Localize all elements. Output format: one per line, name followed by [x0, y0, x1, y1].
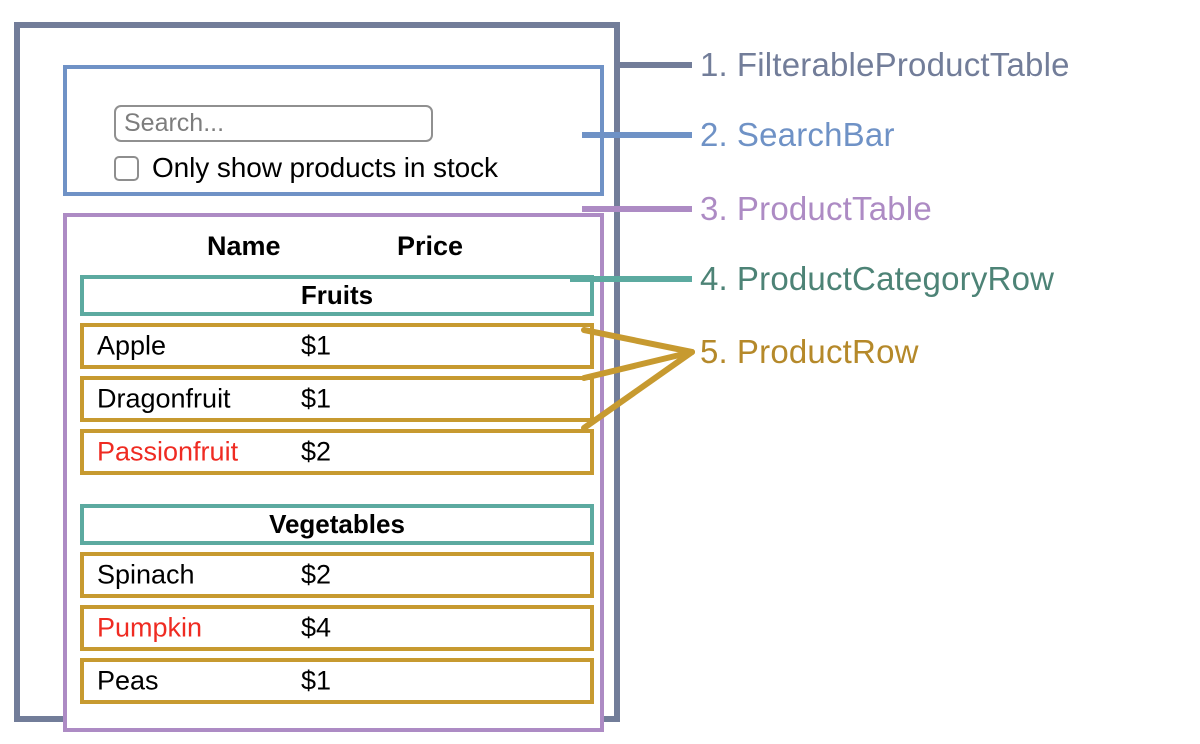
product-row[interactable]: Pumpkin $4 [80, 605, 594, 651]
product-row[interactable]: Passionfruit $2 [80, 429, 594, 475]
legend-label: ProductRow [736, 333, 919, 370]
legend-number: 1. [700, 46, 728, 83]
product-row[interactable]: Dragonfruit $1 [80, 376, 594, 422]
search-input[interactable] [114, 105, 433, 142]
legend-item-product-table: 3.ProductTable [700, 190, 932, 228]
legend-number: 4. [700, 260, 728, 297]
filterable-product-table-frame: Only show products in stock Name Price F… [14, 22, 620, 732]
legend-label: FilterableProductTable [736, 46, 1070, 83]
legend-item-filterable-product-table: 1.FilterableProductTable [700, 46, 1070, 84]
product-name: Spinach [97, 559, 195, 590]
product-name: Passionfruit [97, 436, 239, 467]
only-in-stock-label: Only show products in stock [152, 152, 498, 183]
legend-label: ProductCategoryRow [736, 260, 1055, 297]
product-price: $2 [301, 436, 332, 467]
product-price: $2 [301, 559, 332, 590]
stock-filter-row[interactable]: Only show products in stock [114, 152, 498, 184]
product-name: Apple [97, 330, 167, 361]
product-price: $1 [301, 665, 332, 696]
product-category-row: Fruits [80, 275, 594, 316]
product-table-frame: Name Price Fruits Apple $1 Dragonfruit $… [63, 213, 604, 732]
legend-number: 3. [700, 190, 728, 227]
product-table-body: Fruits Apple $1 Dragonfruit $1 Passionfr… [80, 275, 594, 711]
legend-item-product-category-row: 4.ProductCategoryRow [700, 260, 1054, 298]
product-table-header: Name Price [67, 225, 600, 267]
legend-item-search-bar: 2.SearchBar [700, 116, 895, 154]
column-header-name: Name [207, 230, 281, 261]
product-price: $1 [301, 330, 332, 361]
legend-item-product-row: 5.ProductRow [700, 333, 919, 371]
legend-label: ProductTable [736, 190, 932, 227]
product-price: $4 [301, 612, 332, 643]
legend-number: 5. [700, 333, 728, 370]
legend-label: SearchBar [736, 116, 895, 153]
search-bar-frame: Only show products in stock [63, 65, 604, 196]
product-name: Dragonfruit [97, 383, 231, 414]
legend-number: 2. [700, 116, 728, 153]
column-header-price: Price [397, 230, 464, 261]
product-name: Pumpkin [97, 612, 203, 643]
product-row[interactable]: Peas $1 [80, 658, 594, 704]
product-row[interactable]: Apple $1 [80, 323, 594, 369]
only-in-stock-checkbox[interactable] [114, 155, 139, 181]
product-row[interactable]: Spinach $2 [80, 552, 594, 598]
product-name: Peas [97, 665, 159, 696]
product-category-row: Vegetables [80, 504, 594, 545]
product-price: $1 [301, 383, 332, 414]
